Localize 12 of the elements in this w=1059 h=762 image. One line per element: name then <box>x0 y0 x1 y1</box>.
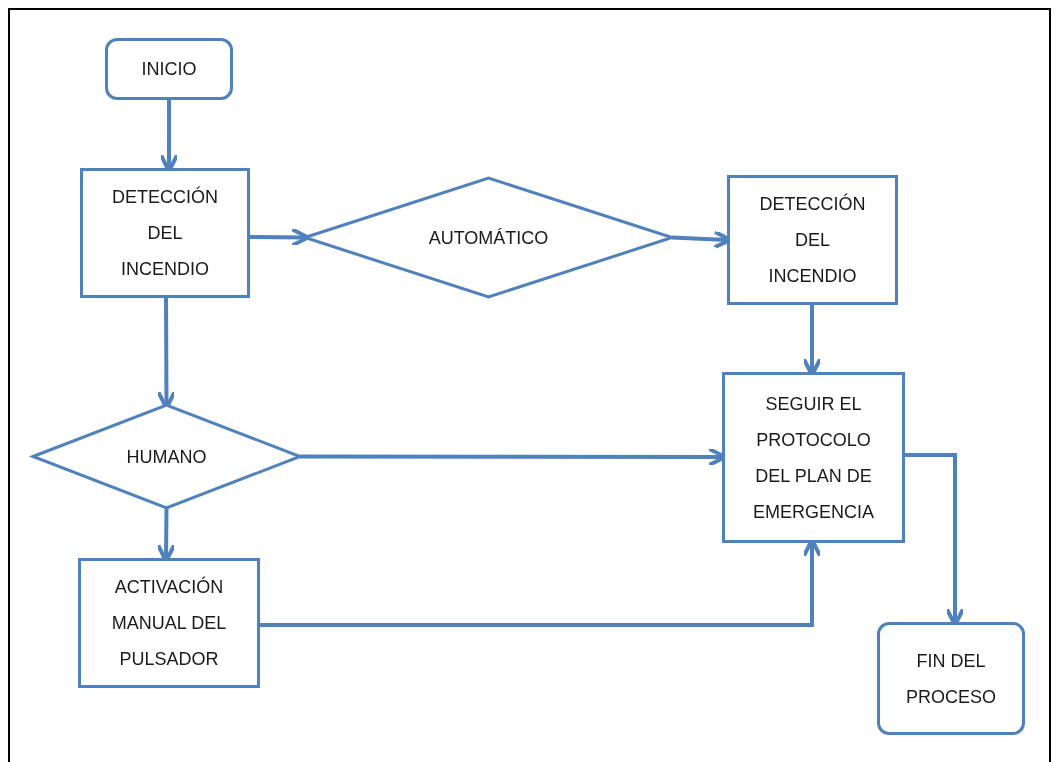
node-label: SEGUIR EL PROTOCOLO DEL PLAN DE EMERGENCIA <box>752 392 875 524</box>
node-label: DETECCIÓN DEL INCENDIO <box>112 185 218 281</box>
process-box <box>727 175 898 305</box>
process-box <box>78 558 260 688</box>
node-label: FIN DEL PROCESO <box>905 649 997 709</box>
node-label: DETECCIÓN DEL INCENDIO <box>759 192 866 288</box>
process-box <box>80 168 250 298</box>
node-label: ACTIVACIÓN MANUAL DEL PULSADOR <box>110 575 228 671</box>
terminal-box <box>877 622 1025 735</box>
node-label: INICIO <box>141 58 197 81</box>
terminal-box <box>105 38 233 100</box>
process-box <box>722 372 905 543</box>
